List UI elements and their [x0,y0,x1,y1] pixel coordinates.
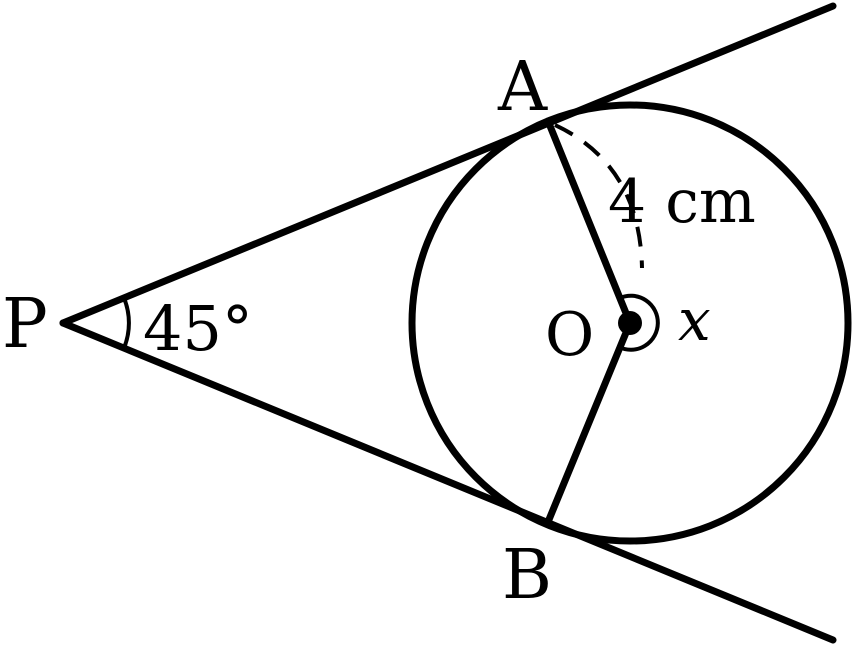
radius-ob [544,319,634,526]
label-point-p: P [2,285,48,364]
label-point-a: A [497,48,548,127]
radius-dashed-arc [554,123,644,269]
label-point-b: B [502,536,552,615]
tangent-line-pb [59,319,837,644]
label-variable-x: x [678,286,711,354]
angle-arc-p [122,297,131,349]
center-point [618,311,642,335]
tangent-line-pa [59,2,837,327]
angle-arc-o [618,293,660,352]
circle [408,101,852,545]
label-radius: 4 cm [608,167,756,237]
radius-oa [544,117,634,327]
label-point-o: O [545,300,594,370]
label-angle-45: 45° [143,292,253,365]
